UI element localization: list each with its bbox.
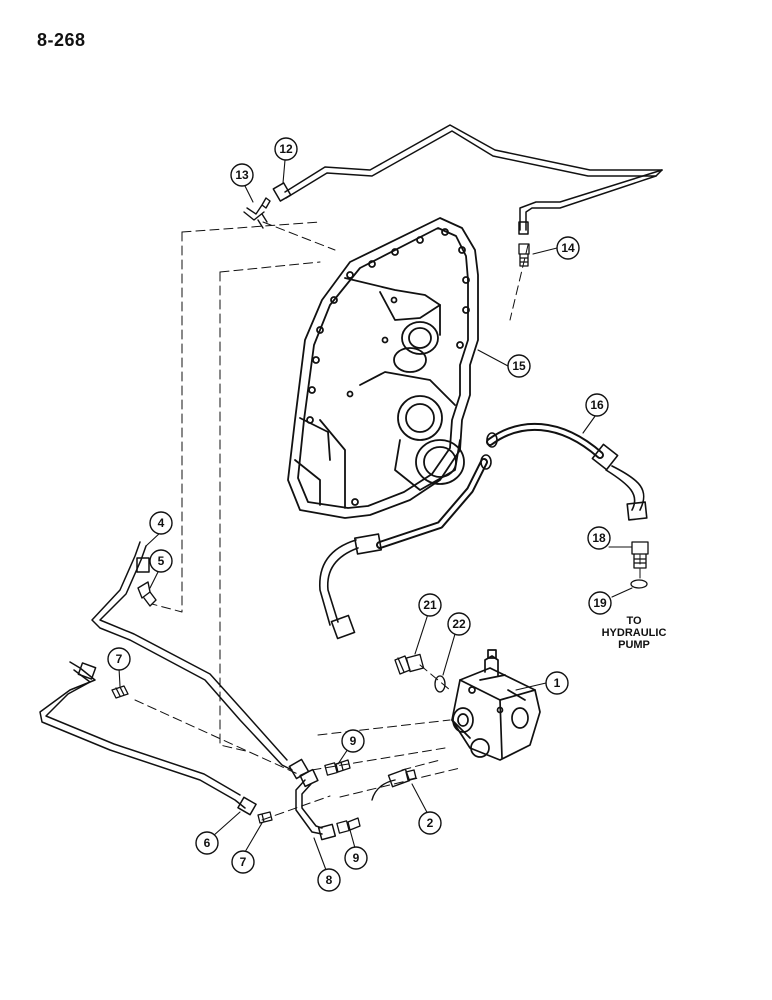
callout-label: 19: [593, 596, 607, 610]
callout-label: 12: [279, 142, 293, 156]
fitting-9-upper: [324, 759, 351, 776]
callout-1: 1: [545, 671, 569, 695]
hose-assembly-16: [319, 422, 648, 640]
callout-label: 14: [561, 241, 575, 255]
callout-5: 5: [149, 549, 173, 573]
callout-7-upper: 7: [107, 647, 131, 671]
callout-label: 6: [204, 836, 211, 850]
elbow-fitting-5: [137, 581, 157, 607]
page-number: 8-268: [37, 30, 86, 50]
hydraulic-pump-note: TO HYDRAULIC PUMP: [602, 615, 667, 651]
callout-7-lower: 7: [231, 850, 255, 874]
callout-label: 21: [423, 598, 437, 612]
fitting-18: [631, 541, 649, 569]
callout-label: 9: [353, 851, 360, 865]
callout-22: 22: [447, 612, 471, 636]
steel-tube-12: [272, 124, 663, 235]
callout-label: 9: [350, 734, 357, 748]
note-line-2: HYDRAULIC: [602, 627, 667, 639]
note-line-3: PUMP: [618, 639, 650, 651]
steel-tube-4: [91, 541, 310, 780]
fitting-21: [394, 653, 425, 675]
fitting-7-upper: [111, 685, 129, 699]
steel-tube-8: [295, 768, 337, 841]
callout-label: 7: [116, 652, 123, 666]
note-line-1: TO: [626, 615, 642, 627]
callout-21: 21: [418, 593, 442, 617]
callout-8: 8: [317, 868, 341, 892]
dashed-assembly-lines: [134, 221, 641, 821]
callout-label: 18: [592, 531, 606, 545]
callout-label: 15: [512, 359, 526, 373]
callout-label: 22: [452, 617, 466, 631]
callout-label: 2: [427, 816, 434, 830]
callout-9-upper: 9: [341, 729, 365, 753]
callout-6: 6: [195, 831, 219, 855]
callout-18: 18: [587, 526, 611, 550]
callout-label: 13: [235, 168, 249, 182]
housing-cover-15: [287, 217, 479, 519]
callout-9-lower: 9: [344, 846, 368, 870]
steel-tube-6: [39, 661, 257, 816]
leader-lines: [118, 159, 633, 871]
callout-label: 7: [240, 855, 247, 869]
callout-15: 15: [507, 354, 531, 378]
callout-2: 2: [418, 811, 442, 835]
callout-label: 16: [590, 398, 604, 412]
o-ring-22: [434, 675, 446, 693]
callout-label: 8: [326, 873, 333, 887]
fitting-14: [518, 243, 530, 267]
callout-16: 16: [585, 393, 609, 417]
callout-bubbles: 12 13 14 15 16 1 2 4 5 7 6 7 8 9 9 18 19…: [107, 137, 612, 892]
fitting-9-lower: [336, 817, 361, 834]
callout-4: 4: [149, 511, 173, 535]
callout-12: 12: [274, 137, 298, 161]
elbow-fitting-13: [243, 197, 271, 229]
callout-13: 13: [230, 163, 254, 187]
callout-19: 19: [588, 591, 612, 615]
o-ring-19: [630, 579, 648, 589]
callout-label: 5: [158, 554, 165, 568]
callout-label: 4: [158, 516, 165, 530]
fitting-2: [371, 768, 417, 801]
callout-14: 14: [556, 236, 580, 260]
callout-label: 1: [554, 676, 561, 690]
fitting-7-lower: [257, 811, 273, 824]
control-valve-1: [451, 649, 541, 761]
